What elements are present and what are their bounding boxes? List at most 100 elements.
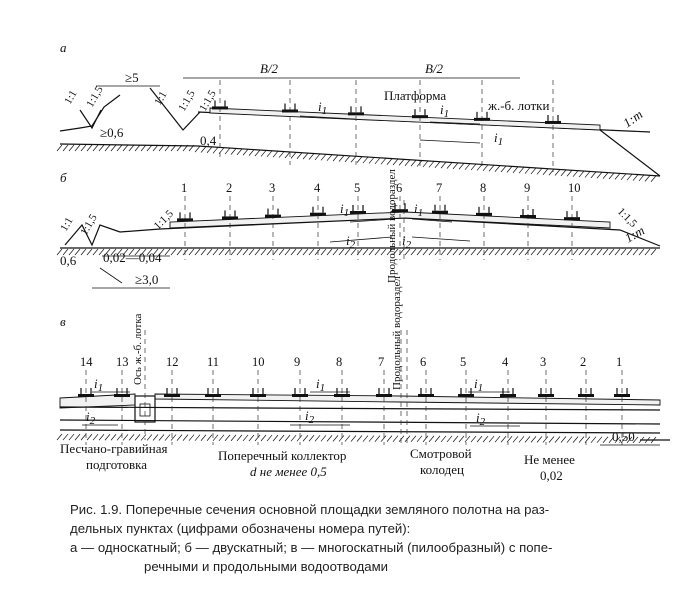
caption-line-4: речными и продольными водоотводами [144, 559, 389, 574]
hatch-stroke [434, 248, 441, 256]
sleeper [432, 210, 448, 214]
hatch-stroke [230, 248, 237, 256]
v-tray [134, 395, 156, 423]
sleeper [222, 216, 238, 220]
hatch-stroke [488, 248, 495, 256]
hatch-stroke [440, 248, 447, 256]
hatch-stroke [614, 173, 621, 180]
hatch-stroke [452, 435, 459, 443]
hatch-stroke [62, 144, 69, 152]
hatch-stroke [212, 248, 219, 256]
sleeper [250, 394, 266, 397]
hatch-stroke [620, 248, 627, 256]
hatch-stroke [446, 248, 453, 256]
hatch-stroke [344, 155, 351, 163]
hatch-stroke [596, 172, 603, 179]
hatch-stroke [140, 434, 147, 441]
hatch-stroke [368, 248, 375, 256]
hatch-stroke [494, 165, 501, 172]
hatch-stroke [584, 248, 591, 256]
a-half-width-left: B/2 [260, 61, 279, 76]
hatch-stroke [344, 248, 351, 256]
hatch-stroke [194, 434, 201, 441]
hatch-stroke [74, 248, 81, 256]
a-slope-3: 1:1 [152, 89, 169, 107]
hatch-stroke [230, 434, 237, 442]
b-track-number: 4 [314, 181, 321, 195]
hatch-stroke [296, 434, 303, 442]
hatch-stroke [458, 248, 465, 256]
hatch-stroke [74, 144, 81, 152]
hatch-stroke [530, 167, 537, 175]
sleeper [348, 112, 364, 116]
v-collector-2: d не менее 0,5 [250, 464, 327, 479]
hatch-stroke [530, 436, 537, 443]
hatch-stroke [380, 248, 387, 256]
hatch-stroke [368, 435, 375, 442]
hatch-stroke [314, 248, 321, 256]
hatch-stroke [170, 144, 177, 152]
hatch-stroke [566, 436, 573, 443]
hatch-stroke [122, 434, 129, 441]
hatch-stroke [536, 436, 543, 443]
sleeper [578, 394, 594, 397]
section-v-letter: в [60, 314, 66, 329]
hatch-stroke [572, 436, 579, 443]
hatch-stroke [572, 170, 579, 177]
a-min-berm: ≥5 [125, 70, 139, 85]
hatch-stroke [296, 248, 303, 256]
hatch-stroke [338, 435, 345, 442]
hatch-stroke [632, 174, 639, 181]
hatch-stroke [620, 436, 627, 444]
hatch-stroke [134, 248, 141, 256]
hatch-stroke [608, 248, 615, 256]
hatch-stroke [164, 248, 171, 256]
hatch-stroke [266, 434, 273, 442]
a-depth-04: 0,4 [200, 133, 217, 148]
sleeper [164, 394, 180, 397]
hatch-stroke [470, 163, 477, 171]
hatch-stroke [188, 248, 195, 256]
hatch-stroke [212, 147, 219, 154]
v-track-number: 13 [116, 355, 129, 369]
hatch-stroke [410, 435, 417, 443]
hatch-stroke [464, 163, 471, 170]
hatch-stroke [590, 436, 597, 443]
v-track-number: 4 [502, 355, 509, 369]
hatch-stroke [122, 144, 129, 152]
a-ground-base [59, 143, 661, 177]
b-track-number: 3 [269, 181, 275, 195]
hatch-stroke [80, 248, 87, 256]
sleeper [476, 212, 492, 216]
a-arrow-i1-right [429, 121, 481, 125]
v-track-number: 8 [336, 355, 342, 369]
hatch-stroke [392, 158, 399, 166]
hatch-stroke [284, 151, 291, 159]
hatch-stroke [644, 436, 651, 444]
hatch-stroke [104, 248, 111, 256]
hatch-stroke [68, 248, 75, 256]
hatch-stroke [458, 163, 465, 170]
b-track-number: 8 [480, 181, 486, 195]
a-trays-label: ж.-б. лотки [487, 98, 549, 113]
hatch-stroke [56, 248, 63, 256]
hatch-stroke [500, 436, 507, 443]
hatch-stroke [296, 152, 303, 159]
hatch-stroke [176, 248, 183, 256]
v-i2-b: i2 [305, 408, 315, 426]
b-track-number: 9 [524, 181, 530, 195]
b-slope-1: 1:1 [58, 215, 75, 233]
hatch-stroke [266, 248, 273, 256]
b-track-number: 5 [354, 181, 360, 195]
hatch-stroke [278, 151, 285, 158]
v-i2-c: i2 [476, 410, 486, 428]
hatch-stroke [152, 434, 159, 441]
hatch-stroke [248, 248, 255, 256]
hatch-stroke [308, 435, 315, 442]
a-i1-top: i1 [318, 99, 327, 117]
v-track-number: 3 [540, 355, 546, 369]
hatch-stroke [332, 435, 339, 442]
hatch-stroke [614, 436, 621, 444]
hatch-stroke [218, 248, 225, 256]
hatch-stroke [644, 248, 651, 256]
